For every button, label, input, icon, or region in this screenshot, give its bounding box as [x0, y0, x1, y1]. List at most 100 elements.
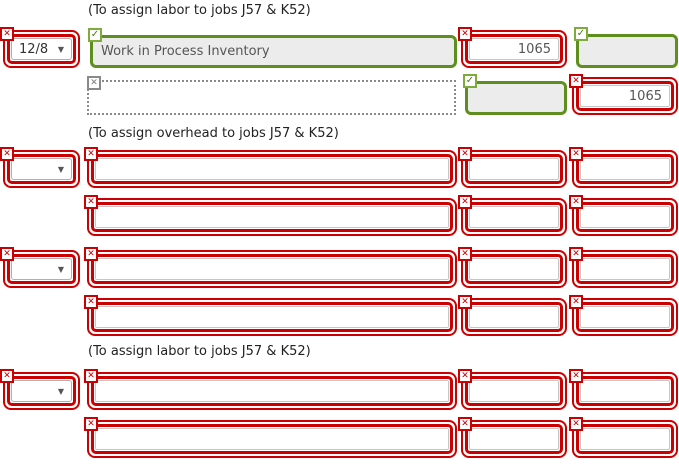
- journal-row: ✕ 12/8 ▼ ✓ Work in Process Inventory ✕ 1…: [0, 27, 679, 70]
- date-cell: ✕ ▼: [0, 369, 80, 410]
- journal-row: ✕ ✕ ✕: [0, 417, 679, 460]
- debit-input[interactable]: [469, 428, 559, 450]
- incorrect-x-icon: ✕: [569, 295, 583, 309]
- credit-cell: ✕ 1065: [569, 74, 678, 115]
- credit-input[interactable]: 1065: [580, 85, 670, 107]
- account-input[interactable]: [95, 306, 449, 328]
- incorrect-x-icon: ✕: [84, 195, 98, 209]
- account-input[interactable]: [95, 380, 449, 402]
- debit-input[interactable]: 1065: [469, 38, 559, 60]
- date-select[interactable]: ▼: [11, 380, 72, 402]
- account-cell: ✕: [84, 417, 457, 458]
- correct-check-icon: ✓: [463, 74, 477, 88]
- chevron-down-icon: ▼: [57, 44, 64, 54]
- credit-cell: ✕: [569, 147, 678, 188]
- debit-cell: ✕ 1065: [458, 27, 567, 68]
- date-select[interactable]: ▼: [11, 158, 72, 180]
- incorrect-x-icon: ✕: [84, 147, 98, 161]
- credit-cell: ✕: [569, 195, 678, 236]
- credit-cell: ✕: [569, 369, 678, 410]
- date-cell: ✕ 12/8 ▼: [0, 27, 80, 68]
- debit-input[interactable]: [469, 380, 559, 402]
- journal-row: ✕ ✕ ✕: [0, 295, 679, 338]
- journal-row: ✕ ▼ ✕ ✕ ✕: [0, 247, 679, 290]
- debit-cell: ✕: [458, 147, 567, 188]
- correct-check-icon: ✓: [574, 27, 588, 41]
- date-select[interactable]: ▼: [11, 258, 72, 280]
- credit-input[interactable]: [580, 380, 670, 402]
- journal-row: ✕ ▼ ✕ ✕ ✕: [0, 147, 679, 190]
- incorrect-x-icon: ✕: [84, 247, 98, 261]
- account-input[interactable]: [95, 206, 449, 228]
- incorrect-x-icon: ✕: [458, 247, 472, 261]
- date-select-value: 12/8: [19, 41, 49, 57]
- entry-description: (To assign labor to jobs J57 & K52): [88, 344, 311, 359]
- debit-cell: ✕: [458, 369, 567, 410]
- credit-cell: ✕: [569, 417, 678, 458]
- incorrect-x-icon: ✕: [458, 295, 472, 309]
- credit-cell: ✓: [574, 27, 678, 68]
- incorrect-x-icon: ✕: [458, 27, 472, 41]
- account-input[interactable]: [95, 158, 449, 180]
- entry-description: (To assign labor to jobs J57 & K52): [88, 3, 311, 18]
- debit-input[interactable]: [469, 206, 559, 228]
- account-cell: ✕: [84, 195, 457, 236]
- incorrect-x-icon: ✕: [458, 147, 472, 161]
- credit-input[interactable]: [580, 428, 670, 450]
- account-cell: ✕: [87, 76, 456, 115]
- credit-input[interactable]: [580, 158, 670, 180]
- credit-input[interactable]: [580, 306, 670, 328]
- credit-input[interactable]: [579, 37, 675, 65]
- journal-row: ✕ ▼ ✕ ✕ ✕: [0, 369, 679, 412]
- debit-cell: ✕: [458, 247, 567, 288]
- credit-cell: ✕: [569, 295, 678, 336]
- credit-cell: ✕: [569, 247, 678, 288]
- debit-cell: ✕: [458, 195, 567, 236]
- debit-input[interactable]: [469, 306, 559, 328]
- incorrect-x-icon: ✕: [569, 369, 583, 383]
- incorrect-x-icon: ✕: [458, 195, 472, 209]
- incorrect-x-icon: ✕: [458, 417, 472, 431]
- incorrect-x-icon: ✕: [569, 195, 583, 209]
- debit-cell: ✓: [463, 74, 567, 115]
- date-cell: ✕ ▼: [0, 247, 80, 288]
- account-input[interactable]: [89, 82, 454, 113]
- account-cell: ✕: [84, 369, 457, 410]
- chevron-down-icon: ▼: [57, 386, 64, 396]
- chevron-down-icon: ▼: [57, 164, 64, 174]
- account-cell: ✕: [84, 295, 457, 336]
- account-input[interactable]: [95, 428, 449, 450]
- debit-input[interactable]: [468, 84, 564, 112]
- entry-description: (To assign overhead to jobs J57 & K52): [88, 126, 339, 141]
- incorrect-x-icon: ✕: [569, 247, 583, 261]
- credit-input[interactable]: [580, 258, 670, 280]
- incorrect-x-icon: ✕: [84, 369, 98, 383]
- account-input[interactable]: Work in Process Inventory: [101, 44, 270, 59]
- debit-input[interactable]: [469, 258, 559, 280]
- credit-input[interactable]: [580, 206, 670, 228]
- correct-check-icon: ✓: [88, 28, 102, 42]
- incorrect-x-icon: ✕: [458, 369, 472, 383]
- incorrect-x-icon: ✕: [84, 417, 98, 431]
- account-cell: ✕: [84, 247, 457, 288]
- incorrect-x-icon: ✕: [569, 417, 583, 431]
- incorrect-x-icon: ✕: [0, 147, 14, 161]
- account-input[interactable]: [95, 258, 449, 280]
- account-cell: ✕: [84, 147, 457, 188]
- incorrect-x-icon: ✕: [84, 295, 98, 309]
- date-select[interactable]: 12/8 ▼: [11, 38, 72, 60]
- incorrect-x-icon: ✕: [569, 74, 583, 88]
- incorrect-x-icon: ✕: [0, 27, 14, 41]
- chevron-down-icon: ▼: [57, 264, 64, 274]
- account-cell: ✓ Work in Process Inventory: [88, 28, 457, 68]
- incorrect-x-icon: ✕: [0, 369, 14, 383]
- date-cell: ✕ ▼: [0, 147, 80, 188]
- unanswered-x-icon: ✕: [87, 76, 101, 90]
- debit-input[interactable]: [469, 158, 559, 180]
- journal-row: ✕ ✓ ✕ 1065: [0, 74, 679, 117]
- incorrect-x-icon: ✕: [0, 247, 14, 261]
- incorrect-x-icon: ✕: [569, 147, 583, 161]
- debit-cell: ✕: [458, 295, 567, 336]
- debit-cell: ✕: [458, 417, 567, 458]
